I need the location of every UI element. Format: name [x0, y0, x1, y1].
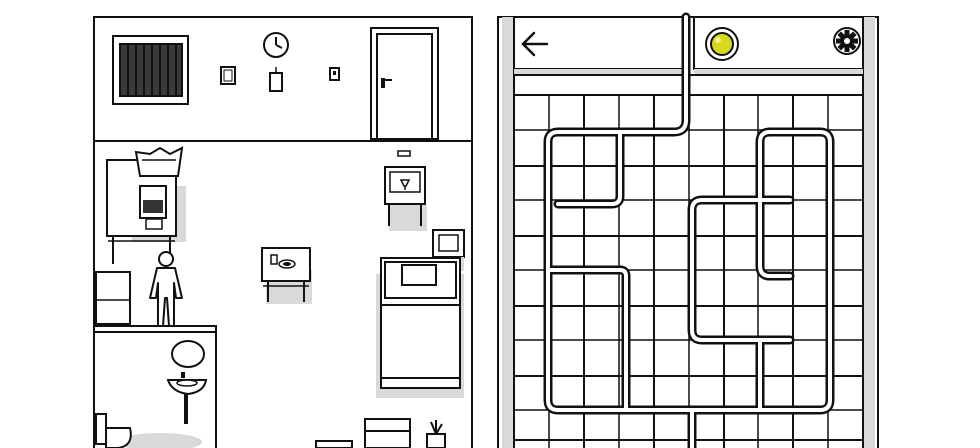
window[interactable] — [112, 35, 189, 105]
potted-plant[interactable] — [426, 420, 446, 448]
lamp-indicator-icon — [705, 27, 739, 61]
puzzle-canvas — [497, 12, 879, 448]
small-table[interactable] — [261, 247, 312, 304]
wall-clock[interactable] — [263, 32, 289, 58]
room-canvas — [93, 16, 473, 448]
side-cabinet[interactable] — [384, 166, 427, 231]
arrow-left-icon — [521, 31, 549, 57]
desk-with-box[interactable] — [106, 146, 186, 264]
player-character[interactable] — [149, 251, 183, 327]
settings-button[interactable] — [833, 27, 861, 55]
cabinet[interactable] — [95, 271, 131, 325]
room-view — [93, 16, 473, 448]
sink[interactable] — [166, 372, 208, 424]
back-button[interactable] — [516, 22, 556, 62]
wall-lamp[interactable] — [397, 150, 411, 157]
pipe-network[interactable] — [543, 12, 835, 448]
puzzle-view — [490, 0, 980, 448]
gear-icon — [833, 27, 861, 55]
toilet[interactable] — [95, 413, 202, 448]
mirror[interactable] — [171, 340, 205, 368]
wall-note[interactable] — [269, 72, 283, 92]
chest[interactable] — [364, 418, 411, 448]
door[interactable] — [370, 27, 439, 140]
bed[interactable] — [376, 257, 464, 398]
stool[interactable] — [315, 440, 353, 448]
